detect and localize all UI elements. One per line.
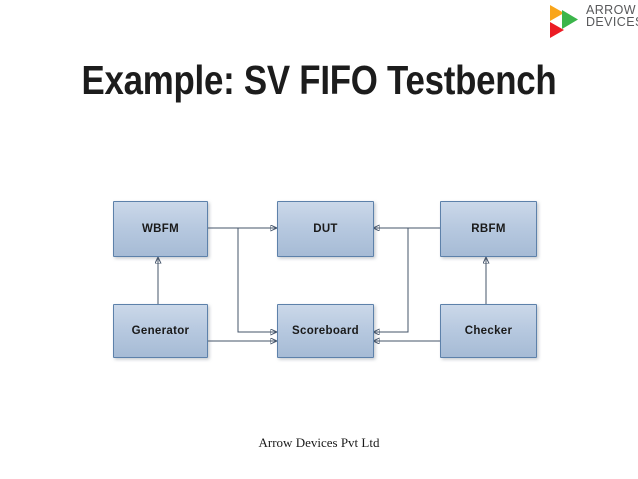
logo-triangle-green: [562, 10, 578, 29]
block-dut-label: DUT: [313, 223, 338, 235]
block-wbfm-label: WBFM: [142, 223, 179, 235]
block-checker-label: Checker: [464, 325, 513, 337]
connector-wbfm-to-scoreboard: [237, 228, 276, 332]
arrow-devices-logo: ARROW DEVICES: [550, 4, 638, 39]
footer-company-name: Arrow Devices Pvt Ltd: [258, 435, 380, 450]
block-dut: DUT: [277, 201, 374, 257]
logo-wordmark-line2: DEVICES: [586, 14, 638, 29]
block-generator: Generator: [113, 304, 208, 358]
logo-triangles-icon: [550, 5, 578, 38]
block-checker: Checker: [440, 304, 537, 358]
block-scoreboard: Scoreboard: [277, 304, 374, 358]
logo-triangle-red: [550, 22, 564, 38]
block-rbfm-label: RBFM: [471, 223, 506, 235]
block-generator-label: Generator: [131, 325, 190, 337]
logo-wordmark: ARROW DEVICES: [586, 4, 638, 28]
logo-triangle-yellow: [550, 5, 564, 21]
connector-rbfm-to-scoreboard: [374, 228, 409, 332]
logo-wordmark-line1: ARROW: [586, 3, 636, 17]
block-rbfm: RBFM: [440, 201, 537, 257]
block-wbfm: WBFM: [113, 201, 208, 257]
slide-title: Example: SV FIFO Testbench: [81, 57, 557, 103]
block-scoreboard-label: Scoreboard: [292, 325, 359, 337]
